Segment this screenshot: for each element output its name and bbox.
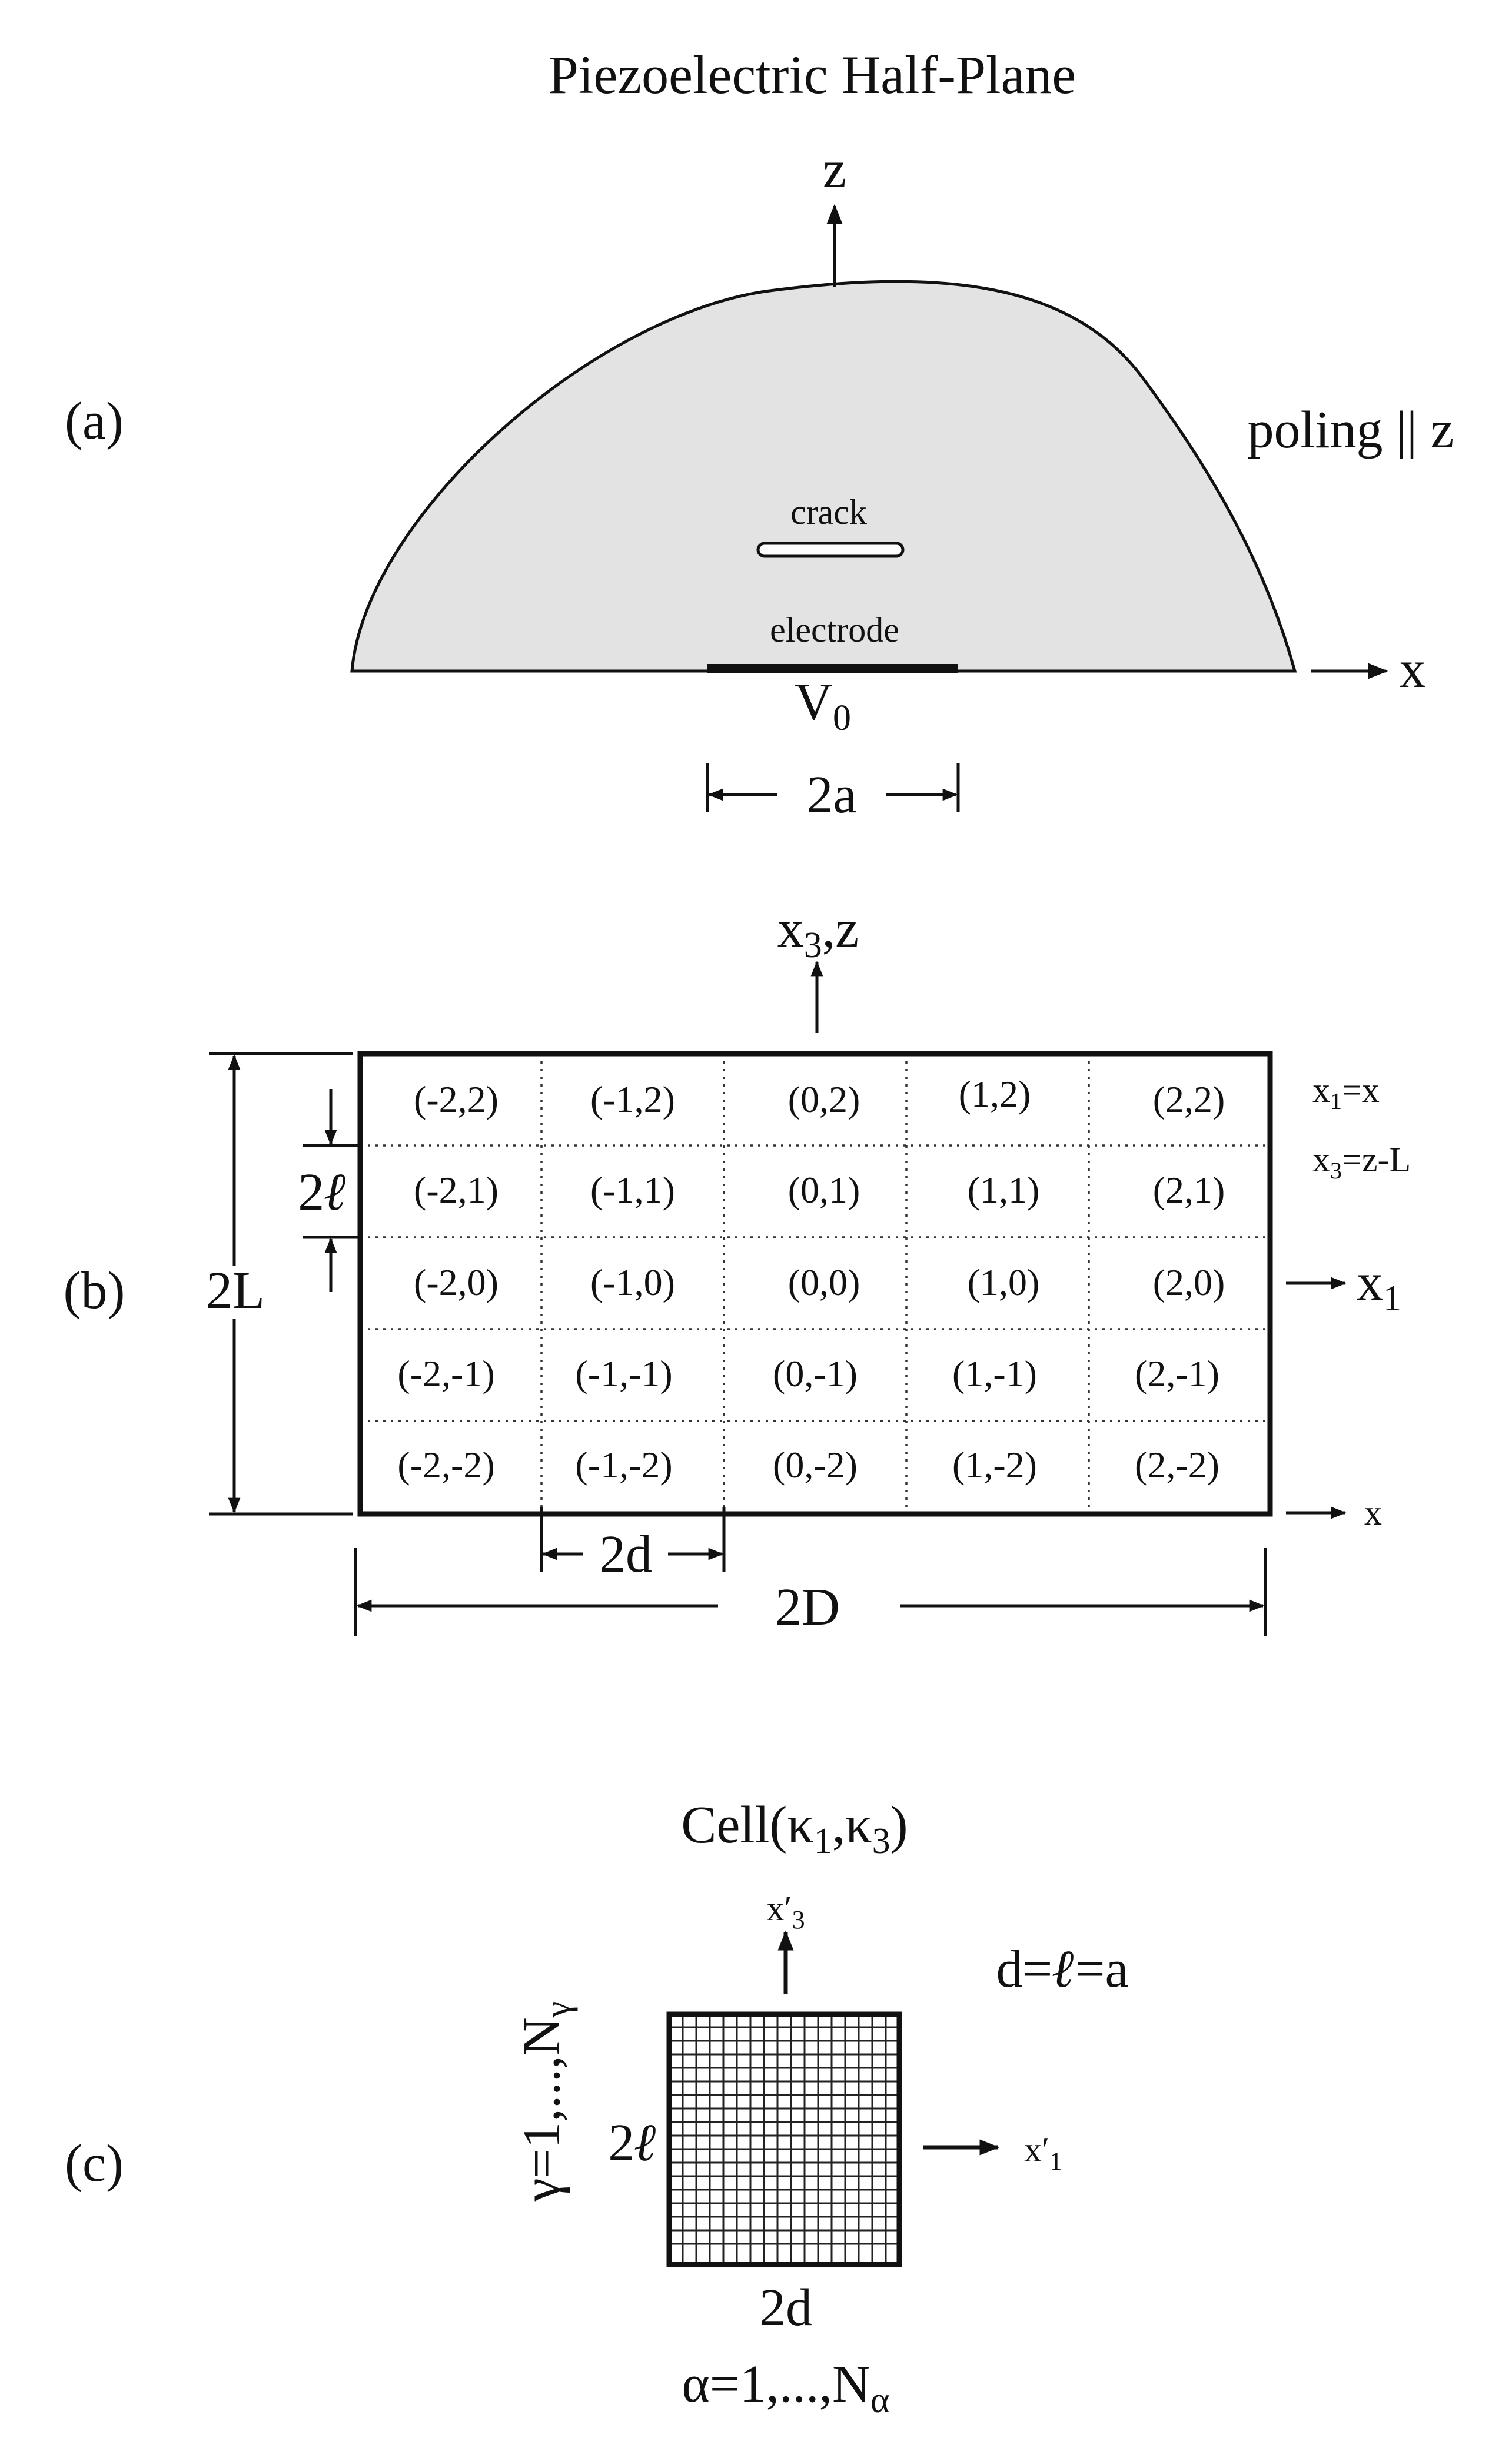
cell-label: (0,0)	[788, 1261, 860, 1303]
cell-label: (2,0)	[1153, 1261, 1225, 1303]
cell-subgrid	[669, 2014, 899, 2264]
figure-title: Piezoelectric Half-Plane	[549, 45, 1076, 105]
cell-label: (2,-2)	[1135, 1444, 1219, 1486]
cell-label: (1,-2)	[952, 1444, 1037, 1486]
cell-label: (-2,-1)	[397, 1353, 494, 1394]
x-bottom-axis-label: x	[1364, 1493, 1382, 1532]
cell-label: (-2,1)	[414, 1169, 499, 1211]
cell-label: (2,-1)	[1135, 1353, 1219, 1394]
x1-equation: x1=x	[1312, 1071, 1380, 1114]
crack-shape	[756, 542, 905, 558]
cell-label: (-1,-1)	[575, 1353, 672, 1394]
cell-height-2l-label: 2ℓ	[298, 1163, 347, 1221]
cell-label: (-1,2)	[590, 1078, 675, 1120]
gamma-index-label: γ=1,...,Nγ	[513, 2001, 578, 2202]
cell-title: Cell(κ1,κ3)	[681, 1796, 908, 1861]
voltage-label: V0	[795, 673, 851, 738]
x1-axis-label: x1	[1357, 1253, 1401, 1319]
panel-b-label: (b)	[64, 1261, 125, 1320]
crack-label: crack	[790, 493, 867, 532]
cell-label: (0,-2)	[773, 1444, 858, 1486]
cell-label: (-2,-2)	[397, 1444, 494, 1486]
cell-label: (2,2)	[1153, 1078, 1225, 1120]
cell-label: (0,-1)	[773, 1353, 858, 1394]
cell-label: (-1,-2)	[575, 1444, 672, 1486]
half-plane-body	[350, 280, 1297, 673]
x3-z-axis-label: x3,z	[777, 900, 859, 965]
panel-c: (c) Cell(κ1,κ3) x′3 d=ℓ=a γ=1,...,Nγ 2ℓ	[65, 1796, 1128, 2420]
z-axis-label: z	[823, 141, 846, 199]
width-2D-label: 2D	[775, 1578, 840, 1636]
domain-rectangle	[357, 1051, 1273, 1517]
cell-label: (0,2)	[788, 1078, 860, 1120]
x3-prime-axis-label: x′3	[766, 1889, 805, 1934]
cell-label: (1,1)	[968, 1169, 1040, 1211]
cell-label: (1,2)	[959, 1073, 1031, 1115]
cell-label: (1,0)	[968, 1261, 1040, 1303]
panel-a: (a) z x poling || z crack electrode V0 2…	[65, 141, 1454, 824]
cell-label: (1,-1)	[952, 1353, 1037, 1394]
cell-side-2l-label: 2ℓ	[608, 2114, 657, 2172]
x-axis-label: x	[1400, 640, 1426, 699]
cell-label: (0,1)	[788, 1169, 860, 1211]
alpha-index-label: α=1,...,Nα	[682, 2355, 890, 2420]
cell-label: (-1,1)	[590, 1169, 675, 1211]
cell-label: (2,1)	[1153, 1169, 1225, 1211]
equality-label: d=ℓ=a	[996, 1940, 1129, 1998]
cell-label: (-2,0)	[414, 1261, 499, 1303]
electrode-label: electrode	[770, 610, 899, 649]
poling-label: poling || z	[1248, 401, 1454, 459]
x1-prime-axis-label: x′1	[1024, 2130, 1062, 2176]
cell-label: (-1,0)	[590, 1261, 675, 1303]
cell-label: (-2,2)	[414, 1078, 499, 1120]
panel-b: (b) x3,z (-2,2) (-1,2) (0,2) (1,2) (2,2)…	[64, 900, 1411, 1636]
cell-bottom-2d-label: 2d	[759, 2279, 812, 2337]
x3-equation: x3=z-L	[1312, 1140, 1411, 1184]
cell-square	[666, 2011, 902, 2267]
height-2L-label: 2L	[206, 1261, 265, 1320]
panel-a-label: (a)	[65, 392, 124, 450]
width-2a-label: 2a	[807, 766, 857, 824]
cell-width-2d-label: 2d	[599, 1525, 652, 1583]
panel-c-label: (c)	[65, 2134, 124, 2193]
